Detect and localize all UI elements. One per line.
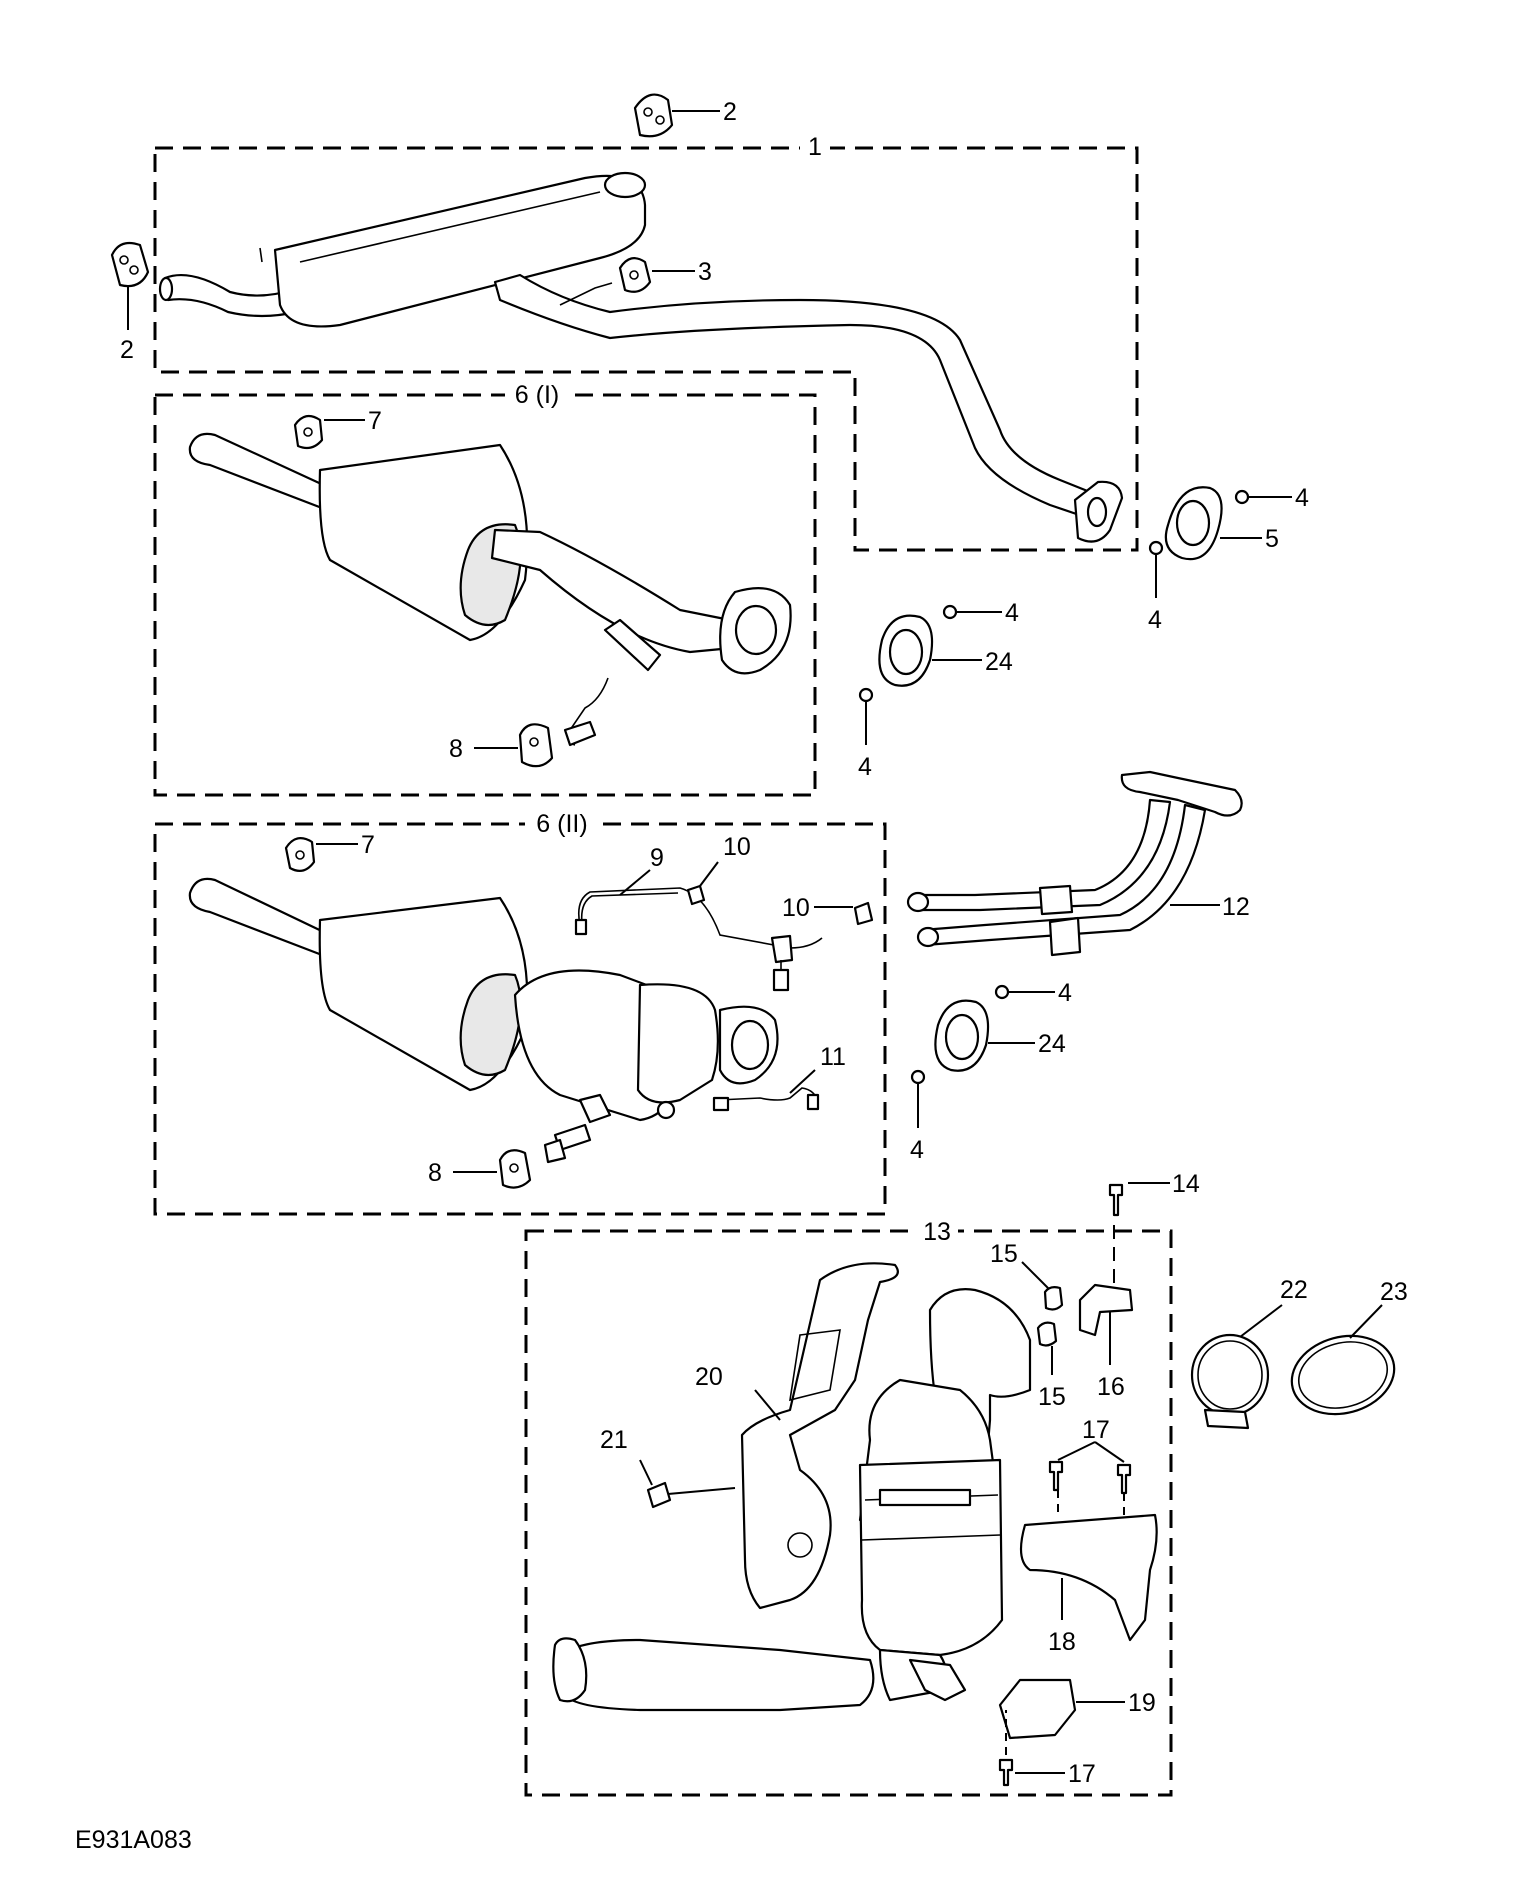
clamp-22 bbox=[1190, 1333, 1270, 1430]
callout-2-left: 2 bbox=[120, 336, 134, 364]
callout-7-ii: 7 bbox=[361, 831, 375, 859]
callout-11: 11 bbox=[820, 1043, 846, 1071]
center-muffler-i bbox=[188, 432, 792, 747]
front-pipe-12 bbox=[906, 770, 1243, 957]
callout-9: 9 bbox=[650, 844, 664, 872]
nut-15-a bbox=[1043, 1286, 1064, 1311]
catalyst-manifold-13 bbox=[552, 1288, 1032, 1712]
callout-17-b: 17 bbox=[1068, 1760, 1096, 1788]
heat-shield-20 bbox=[740, 1262, 899, 1610]
callout-20: 20 bbox=[695, 1363, 723, 1391]
callout-2-top: 2 bbox=[723, 98, 737, 126]
callout-15-b: 15 bbox=[1038, 1383, 1066, 1411]
bolt-17-b bbox=[1116, 1463, 1132, 1495]
bolt-10-a bbox=[686, 884, 706, 906]
heat-shield-18 bbox=[1019, 1513, 1158, 1642]
callout-3: 3 bbox=[698, 258, 712, 286]
callout-7-i: 7 bbox=[368, 407, 382, 435]
bracket-16 bbox=[1078, 1283, 1134, 1337]
callout-19: 19 bbox=[1128, 1689, 1156, 1717]
callout-10-a: 10 bbox=[723, 833, 751, 861]
callout-14: 14 bbox=[1172, 1170, 1200, 1198]
group-box-6-i bbox=[153, 393, 817, 797]
callout-4-e: 4 bbox=[1058, 979, 1072, 1007]
isolator-3 bbox=[618, 257, 652, 293]
callout-4-c: 4 bbox=[1005, 599, 1019, 627]
callout-17-a: 17 bbox=[1082, 1416, 1110, 1444]
group-label-13: 13 bbox=[923, 1218, 951, 1246]
nut-4-c bbox=[942, 604, 958, 620]
callout-12: 12 bbox=[1222, 893, 1250, 921]
callout-4-a: 4 bbox=[1295, 484, 1309, 512]
isolator-7-i bbox=[293, 414, 324, 450]
isolator-2-left bbox=[110, 241, 150, 288]
callout-24-a: 24 bbox=[985, 648, 1013, 676]
bolt-10-b bbox=[853, 901, 874, 926]
callout-16: 16 bbox=[1097, 1373, 1125, 1401]
pressure-pipe-11 bbox=[712, 1087, 820, 1112]
nut-4-e bbox=[994, 984, 1010, 1000]
nut-4-a bbox=[1234, 489, 1250, 505]
gasket-24-b bbox=[934, 999, 990, 1072]
callout-15-a: 15 bbox=[990, 1240, 1018, 1268]
callout-21: 21 bbox=[600, 1426, 628, 1454]
nut-15-b bbox=[1036, 1321, 1058, 1347]
bolt-21 bbox=[646, 1481, 672, 1509]
callout-4-f: 4 bbox=[910, 1136, 924, 1164]
callout-22: 22 bbox=[1280, 1276, 1308, 1304]
gasket-5 bbox=[1164, 486, 1223, 561]
rear-muffler-assembly bbox=[158, 171, 1124, 543]
nut-4-d bbox=[858, 687, 874, 703]
group-box-1 bbox=[153, 146, 1139, 552]
bolt-17-c bbox=[998, 1758, 1014, 1787]
callout-5: 5 bbox=[1265, 525, 1279, 553]
nut-4-f bbox=[910, 1069, 926, 1085]
callout-24-b: 24 bbox=[1038, 1030, 1066, 1058]
callout-8-i: 8 bbox=[449, 735, 463, 763]
isolator-8-i bbox=[518, 723, 554, 768]
group-box-6-ii bbox=[153, 822, 887, 1216]
isolator-8-ii bbox=[498, 1149, 532, 1189]
group-label-1: 1 bbox=[808, 133, 822, 161]
pressure-pipe-9 bbox=[574, 887, 823, 992]
isolator-2-top bbox=[633, 93, 674, 138]
bracket-19 bbox=[998, 1678, 1077, 1740]
callout-4-b: 4 bbox=[1148, 606, 1162, 634]
center-muffler-ii bbox=[188, 877, 779, 1164]
nut-4-b bbox=[1148, 540, 1164, 556]
callout-4-d: 4 bbox=[858, 753, 872, 781]
callout-8-ii: 8 bbox=[428, 1159, 442, 1187]
isolator-7-ii bbox=[284, 837, 316, 873]
bolt-14 bbox=[1108, 1183, 1124, 1217]
callout-23: 23 bbox=[1380, 1278, 1408, 1306]
group-label-6-ii: 6 (II) bbox=[536, 810, 587, 838]
gasket-23 bbox=[1290, 1334, 1396, 1416]
group-label-6-i: 6 (I) bbox=[515, 381, 559, 409]
callout-18: 18 bbox=[1048, 1628, 1076, 1656]
gasket-24-a bbox=[878, 614, 934, 687]
bolt-17-a bbox=[1048, 1460, 1064, 1492]
callout-10-b: 10 bbox=[782, 894, 810, 922]
group-box-13 bbox=[524, 1229, 1173, 1797]
figure-code: E931A083 bbox=[75, 1826, 192, 1854]
